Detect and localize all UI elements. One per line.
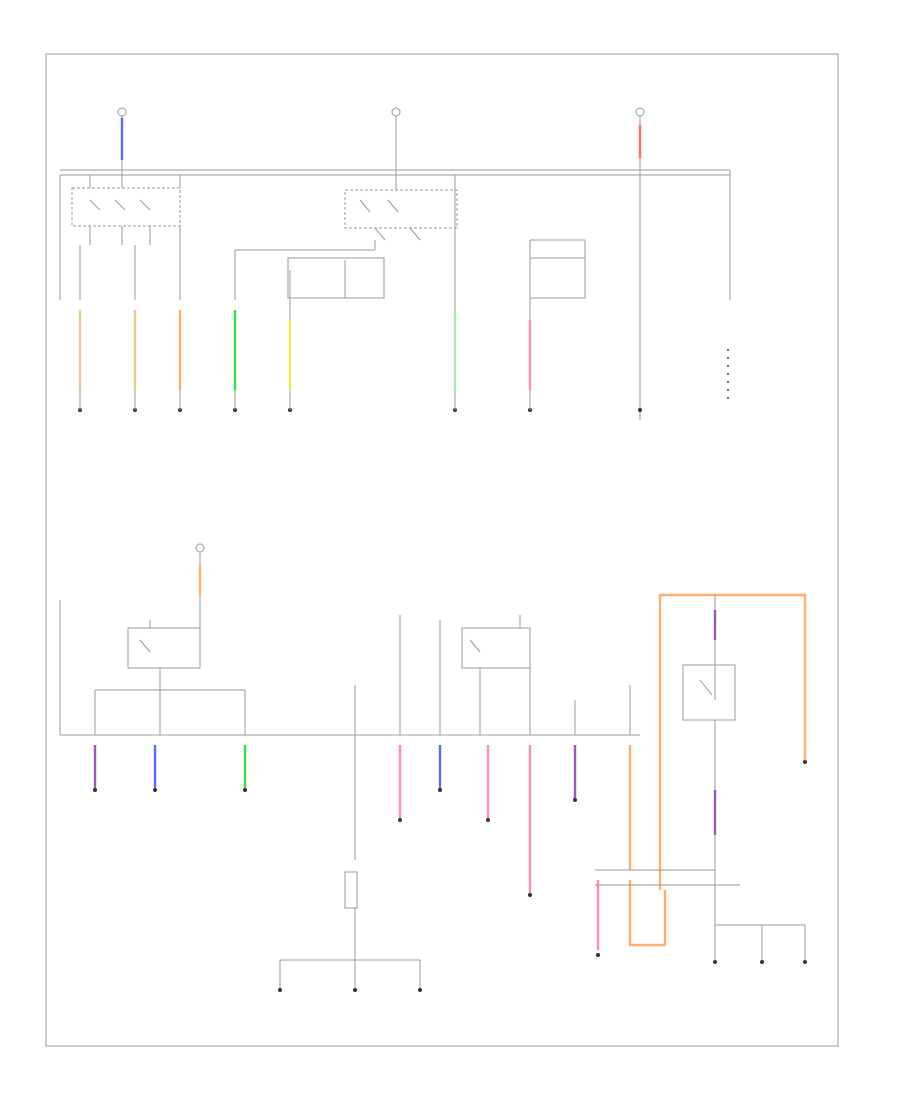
diagram-frame bbox=[45, 53, 839, 1047]
terminal-dots-top bbox=[78, 390, 642, 412]
lower-center-component bbox=[278, 871, 422, 992]
right-lower-loop bbox=[595, 593, 807, 964]
power-source-left bbox=[117, 107, 127, 175]
relay-left bbox=[71, 175, 181, 245]
fuse-row-top bbox=[79, 175, 641, 420]
legend-markers bbox=[727, 349, 729, 399]
power-source-middle bbox=[391, 107, 401, 175]
terminal-dots-lower bbox=[93, 788, 600, 957]
power-source-right bbox=[635, 107, 645, 175]
relay-middle bbox=[344, 175, 458, 310]
power-source-lower bbox=[195, 543, 205, 630]
relay-lower-left bbox=[94, 620, 246, 735]
relay-lower-middle bbox=[461, 615, 531, 735]
